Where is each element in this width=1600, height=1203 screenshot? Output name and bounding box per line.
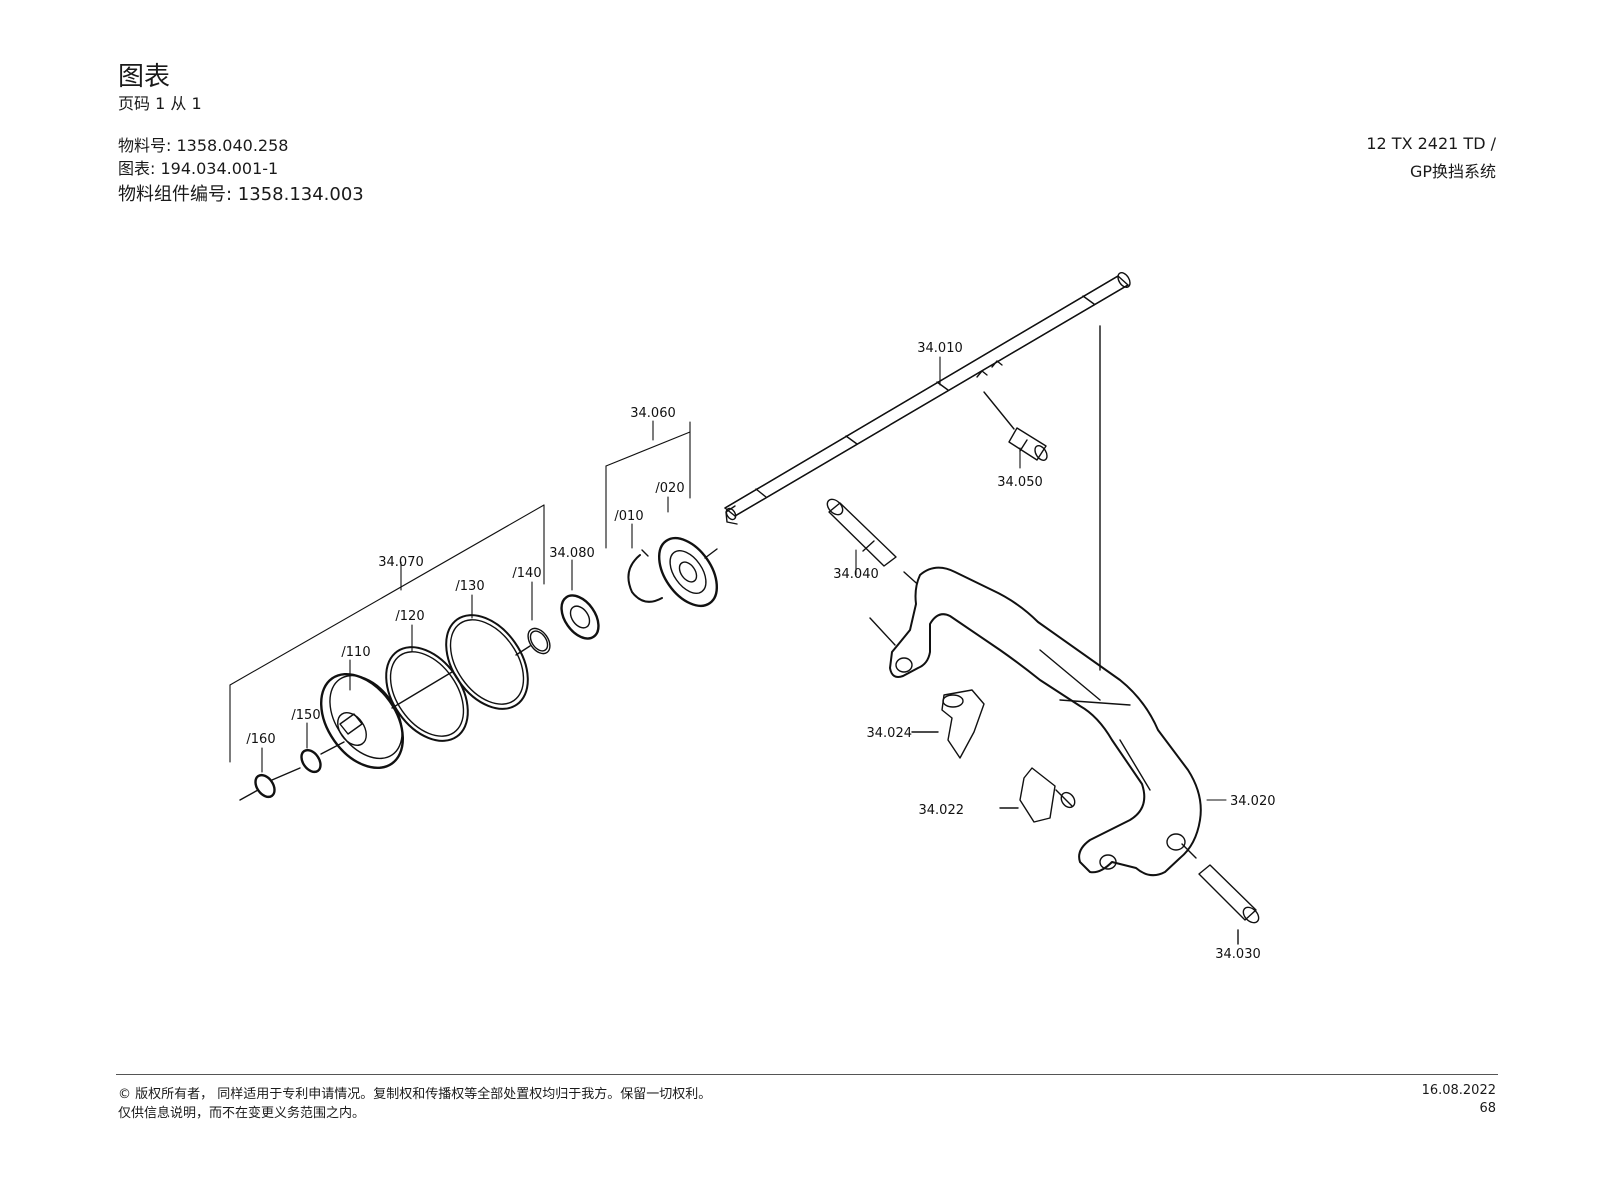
label-130: /130 bbox=[455, 579, 484, 594]
page-title: 图表 bbox=[118, 62, 171, 92]
ring-150 bbox=[300, 748, 322, 774]
bearing bbox=[657, 536, 719, 608]
label-34-022: 34.022 bbox=[919, 803, 965, 818]
detent-pin bbox=[983, 391, 1048, 461]
system-label: GP换挡系统 bbox=[1409, 162, 1496, 181]
snap-ring bbox=[627, 549, 663, 603]
label-34-030: 34.030 bbox=[1215, 947, 1261, 962]
label-020: /020 bbox=[655, 481, 684, 496]
pad-lower bbox=[999, 767, 1076, 823]
label-34-080: 34.080 bbox=[549, 546, 595, 561]
label-34-040: 34.040 bbox=[833, 567, 879, 582]
label-160: /160 bbox=[246, 732, 275, 747]
page-count: 页码 1 从 1 bbox=[118, 94, 202, 113]
label-140: /140 bbox=[512, 566, 541, 581]
ring-160 bbox=[254, 773, 276, 799]
label-010: /010 bbox=[614, 509, 643, 524]
model-label: 12 TX 2421 TD / bbox=[1366, 134, 1496, 153]
label-34-020: 34.020 bbox=[1230, 794, 1276, 809]
piston bbox=[319, 672, 405, 770]
label-34-050: 34.050 bbox=[997, 475, 1043, 490]
label-120: /120 bbox=[395, 609, 424, 624]
document-date: 16.08.2022 bbox=[1421, 1083, 1496, 1098]
disclaimer-notice: 仅供信息说明，而不在变更义务范围之内。 bbox=[118, 1106, 366, 1121]
label-34-060: 34.060 bbox=[630, 406, 676, 421]
seal bbox=[560, 594, 600, 640]
diagram-number: 图表: 194.034.001-1 bbox=[118, 159, 279, 178]
label-110: /110 bbox=[341, 645, 370, 660]
label-34-070: 34.070 bbox=[378, 555, 424, 570]
ring-120 bbox=[385, 646, 469, 742]
o-ring-140 bbox=[527, 627, 551, 655]
label-150: /150 bbox=[291, 708, 320, 723]
footer-divider bbox=[116, 1074, 1498, 1075]
material-number: 物料号: 1358.040.258 bbox=[118, 136, 289, 155]
component-number: 物料组件编号: 1358.134.003 bbox=[118, 184, 364, 205]
copyright-notice: © 版权所有者， 同样适用于专利申请情况。复制权和传播权等全部处置权均归于我方。… bbox=[118, 1087, 712, 1102]
shift-shaft bbox=[724, 272, 1131, 525]
leader-lines bbox=[229, 356, 1227, 801]
shift-fork bbox=[869, 325, 1202, 877]
ring-130 bbox=[445, 614, 529, 710]
pin-lower bbox=[1181, 843, 1260, 945]
label-34-024: 34.024 bbox=[867, 726, 913, 741]
pin-upper bbox=[826, 498, 925, 591]
label-34-010: 34.010 bbox=[917, 341, 963, 356]
page-number: 68 bbox=[1479, 1101, 1496, 1116]
pad-upper bbox=[911, 689, 985, 759]
